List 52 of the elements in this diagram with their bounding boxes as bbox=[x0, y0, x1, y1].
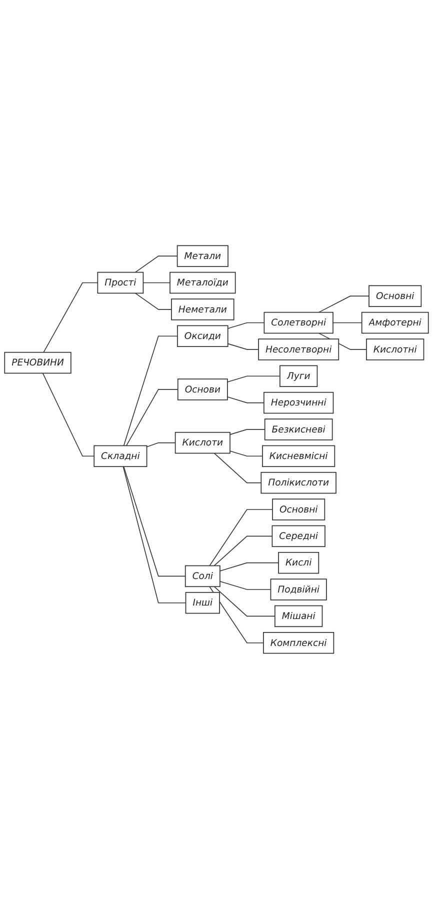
node-box: Солетворні bbox=[264, 312, 334, 334]
connector bbox=[146, 442, 176, 448]
node-box: Неметали bbox=[171, 298, 234, 320]
connector bbox=[123, 336, 178, 446]
node-box: Луги bbox=[280, 365, 318, 388]
node-box: Нерозчинні bbox=[263, 392, 334, 414]
node-box: Кисневмісні bbox=[262, 445, 336, 468]
connector bbox=[227, 343, 259, 350]
node-box: Подвійні bbox=[270, 578, 327, 600]
connector bbox=[122, 466, 186, 604]
connector bbox=[214, 536, 273, 566]
connector bbox=[142, 282, 170, 284]
node-box: Металоїди bbox=[170, 272, 236, 294]
node-box: Основні bbox=[272, 498, 326, 520]
connector bbox=[227, 396, 264, 404]
connector bbox=[332, 322, 362, 324]
node-box: Мішані bbox=[274, 605, 323, 628]
node-box: Безкисневі bbox=[264, 418, 333, 440]
node-box: Амфотерні bbox=[361, 312, 429, 334]
node-box: Несолетворні bbox=[258, 338, 340, 360]
node-box: Основні bbox=[368, 285, 422, 307]
connector bbox=[134, 292, 172, 310]
connector bbox=[209, 586, 264, 644]
connector bbox=[318, 296, 370, 313]
node-box: Солі bbox=[184, 565, 220, 588]
node-box: Прості bbox=[97, 272, 144, 294]
connector bbox=[227, 376, 280, 382]
connector bbox=[227, 322, 265, 329]
node-box: Метали bbox=[176, 245, 228, 267]
connector bbox=[230, 429, 266, 435]
connector bbox=[209, 509, 273, 566]
connector bbox=[214, 452, 262, 484]
connector bbox=[214, 586, 276, 617]
connector bbox=[126, 389, 178, 446]
node-box: Полікислоти bbox=[260, 472, 336, 494]
node-box: Оксиди bbox=[177, 325, 228, 347]
node-box: Кислотні bbox=[366, 338, 424, 360]
node-box: Інші bbox=[185, 592, 220, 614]
connector bbox=[123, 466, 186, 577]
connector bbox=[230, 450, 263, 457]
node-box: Середні bbox=[272, 525, 326, 548]
connector bbox=[42, 372, 94, 457]
node-box: РЕЧОВИНИ bbox=[4, 352, 72, 374]
connector bbox=[220, 581, 272, 590]
node-box: Кислоти bbox=[174, 432, 230, 454]
connector bbox=[134, 256, 178, 273]
connector bbox=[220, 562, 279, 572]
node-box: Основи bbox=[177, 378, 228, 400]
connector bbox=[43, 282, 98, 353]
node-box: Комплексні bbox=[263, 632, 334, 654]
node-box: Складні bbox=[94, 445, 148, 468]
node-box: Кислі bbox=[278, 552, 320, 574]
